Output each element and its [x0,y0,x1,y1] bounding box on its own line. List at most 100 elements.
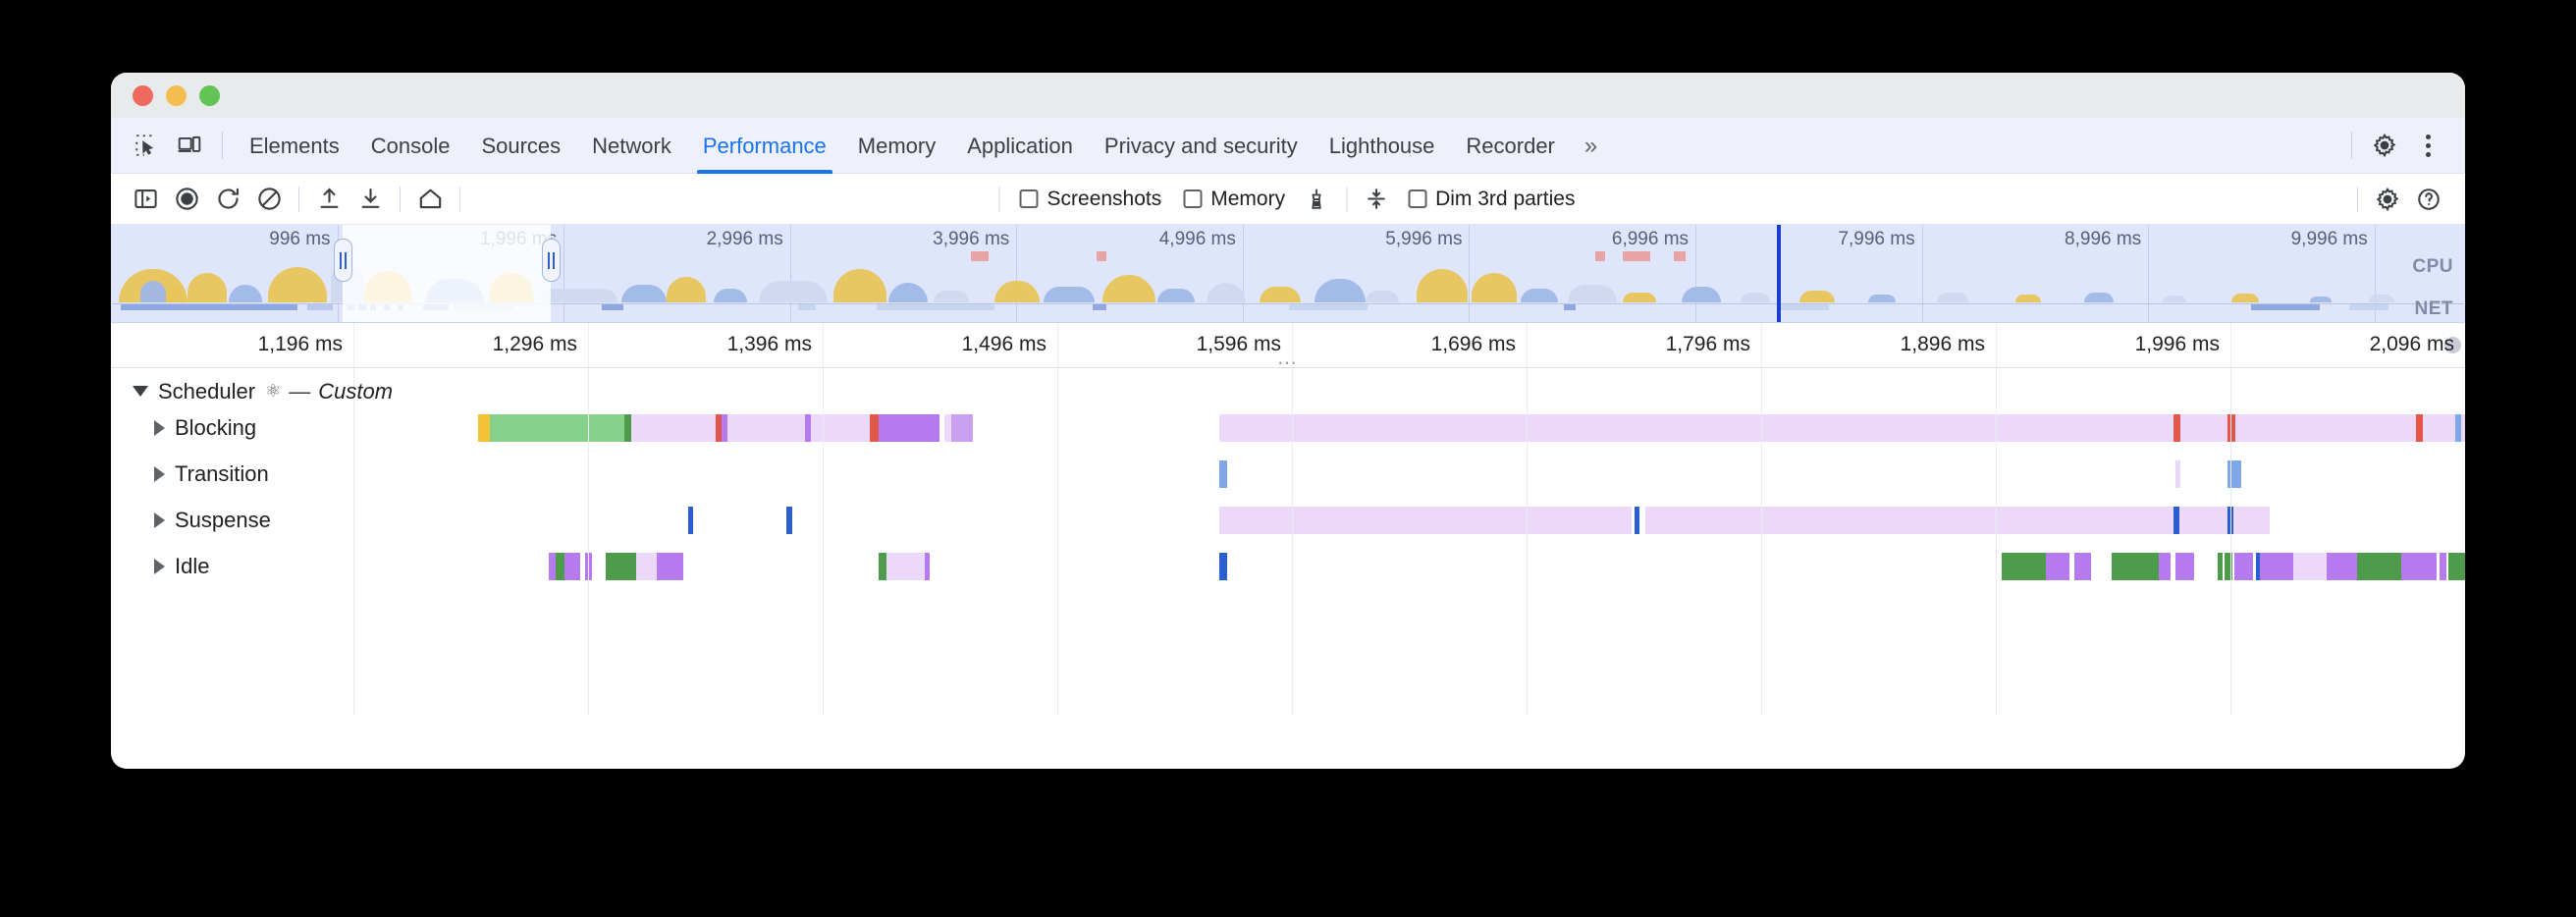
flamechart-track-idle[interactable]: Idle [111,543,2465,589]
dim-3rd-parties-checkbox[interactable]: Dim 3rd parties [1397,188,1585,211]
overview-window-left-handle[interactable] [334,239,352,282]
flamechart-event-bar[interactable] [1645,507,2270,534]
overview-playhead[interactable] [1777,225,1781,322]
flamechart-event-bar[interactable] [1219,460,1227,488]
screenshots-checkbox[interactable]: Screenshots [1009,188,1173,211]
flamechart-event-bar[interactable] [1634,507,1640,534]
flamechart-event-bar[interactable] [549,553,557,580]
flamechart-event-bar[interactable] [2448,553,2465,580]
flamechart-event-bar[interactable] [1219,507,1633,534]
flamechart-event-bar[interactable] [2415,414,2423,442]
memory-checkbox[interactable]: Memory [1172,188,1296,211]
chevron-right-icon[interactable] [154,465,165,482]
chevron-down-icon[interactable] [133,386,148,397]
flamechart-event-bar[interactable] [951,414,973,442]
chevron-right-icon[interactable] [154,419,165,436]
flamechart-event-bar[interactable] [727,414,806,442]
settings-gear-icon[interactable] [2363,124,2406,167]
flamechart-event-bar[interactable] [2356,553,2402,580]
flamechart-event-bar[interactable] [490,414,624,442]
download-profile-icon[interactable] [349,179,391,220]
screenshots-checkbox-box[interactable] [1019,189,1039,208]
flamechart-event-bar[interactable] [2227,507,2233,534]
flamechart-event-bar[interactable] [2233,553,2254,580]
flamechart-event-bar[interactable] [886,553,925,580]
flamechart-event-bar[interactable] [2001,553,2047,580]
flamechart-track-blocking[interactable]: Blocking [111,405,2465,451]
track-label-suspense[interactable]: Suspense [111,497,271,543]
flamechart-event-bar[interactable] [556,553,564,580]
flamechart-event-bar[interactable] [2175,553,2195,580]
close-window-button[interactable] [133,84,153,106]
flamechart-canvas[interactable]: Scheduler ⚛ — Custom Blocking Transition… [111,368,2465,716]
upload-profile-icon[interactable] [308,179,349,220]
flamechart-event-bar[interactable] [630,414,717,442]
tab-privacy-and-security[interactable]: Privacy and security [1103,133,1298,158]
more-tabs-chevron-icon[interactable]: » [1583,132,1597,159]
flamechart-event-bar[interactable] [1219,414,2465,442]
reload-and-record-icon[interactable] [207,179,248,220]
minimize-window-button[interactable] [166,84,187,106]
tab-lighthouse[interactable]: Lighthouse [1328,133,1435,158]
device-toolbar-icon[interactable] [168,124,211,167]
tab-performance[interactable]: Performance [687,118,842,174]
flamechart-event-bar[interactable] [2439,553,2446,580]
flamechart-event-bar[interactable] [878,414,940,442]
flamechart-event-bar[interactable] [870,414,879,442]
overview-window-right-handle[interactable] [542,239,561,282]
memory-checkbox-box[interactable] [1183,189,1203,208]
flamechart-event-bar[interactable] [2175,460,2180,488]
tab-memory[interactable]: Memory [857,133,937,158]
track-label-blocking[interactable]: Blocking [111,405,256,451]
flamechart-event-bar[interactable] [564,553,581,580]
flamechart-event-bar[interactable] [2292,553,2327,580]
flamechart-event-bar[interactable] [805,414,812,442]
timeline-overview[interactable]: 996 ms1,996 ms2,996 ms3,996 ms4,996 ms5,… [111,225,2465,323]
flamechart-event-bar[interactable] [2159,553,2172,580]
home-icon[interactable] [409,179,451,220]
scroll-indicator[interactable] [2444,337,2461,353]
help-question-icon[interactable] [2408,179,2449,220]
flamechart-event-bar[interactable] [2046,553,2070,580]
flamechart-event-bar[interactable] [943,414,952,442]
flamechart-event-bar[interactable] [2112,553,2160,580]
tab-recorder[interactable]: Recorder [1466,133,1555,158]
dim-3rd-parties-checkbox-box[interactable] [1408,189,1427,208]
flamechart-event-bar[interactable] [657,553,683,580]
collect-garbage-brush-icon[interactable] [1296,179,1337,220]
resize-grip-icon[interactable]: ⋯ [1277,352,1299,374]
flamechart-track-suspense[interactable]: Suspense [111,497,2465,543]
flamechart-event-bar[interactable] [635,553,658,580]
group-label-scheduler[interactable]: Scheduler ⚛ — Custom [111,368,393,414]
track-label-transition[interactable]: Transition [111,451,269,497]
flamechart-event-bar[interactable] [2218,553,2223,580]
clear-icon[interactable] [248,179,290,220]
tab-elements[interactable]: Elements [249,133,340,158]
flamechart-event-bar[interactable] [687,507,694,534]
flamechart-event-bar[interactable] [722,414,728,442]
flamechart-event-bar[interactable] [2227,460,2242,488]
flamechart-event-bar[interactable] [2326,553,2357,580]
flamechart-event-bar[interactable] [605,553,636,580]
flamechart-event-bar[interactable] [2073,553,2091,580]
capture-settings-gear-icon[interactable] [2367,179,2408,220]
flamechart-event-bar[interactable] [2260,553,2293,580]
chevron-right-icon[interactable] [154,512,165,528]
flamechart-event-bar[interactable] [623,414,631,442]
tab-network[interactable]: Network [592,133,671,158]
flamechart-event-bar[interactable] [924,553,931,580]
flamechart-group-scheduler[interactable]: Scheduler ⚛ — Custom [111,368,2465,414]
flamechart-event-bar[interactable] [811,414,871,442]
flamechart-event-bar[interactable] [2401,553,2438,580]
flamechart-event-bar[interactable] [2255,553,2261,580]
toggle-sidebar-icon[interactable] [125,179,166,220]
flamechart-event-bar[interactable] [478,414,491,442]
more-options-kebab-icon[interactable] [2406,124,2449,167]
flamechart-event-bar[interactable] [2173,414,2180,442]
collapse-expand-icon[interactable] [1356,179,1397,220]
record-icon[interactable] [166,179,207,220]
inspect-element-icon[interactable] [125,124,168,167]
chevron-right-icon[interactable] [154,558,165,574]
flamechart-event-bar[interactable] [2173,507,2179,534]
flamechart-event-bar[interactable] [1219,553,1227,580]
